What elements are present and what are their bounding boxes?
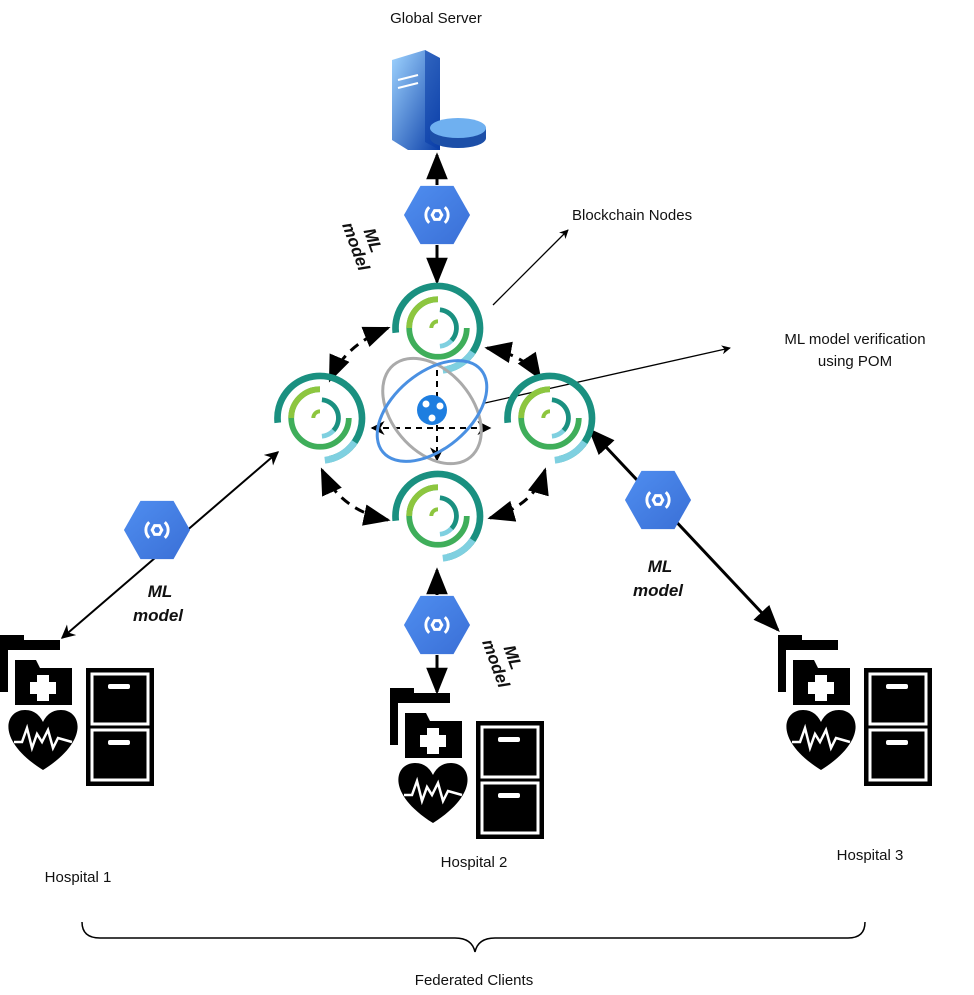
ml-model-label-bottom: ML model [478,637,526,692]
svg-text:ML: ML [648,557,673,576]
svg-text:model: model [633,581,684,600]
svg-text:ML: ML [148,582,173,601]
ml-model-label-left: ML model [133,582,184,625]
svg-text:model: model [133,606,184,625]
blockchain-node-right [508,376,593,460]
ml-model-label-right: ML model [633,557,684,600]
server-icon [392,50,486,150]
hospital-3-icon [776,633,934,788]
hospital-1-label: Hospital 1 [45,869,112,886]
ml-model-label-top: ML model [338,220,386,275]
federated-clients-label: Federated Clients [415,972,533,989]
federated-clients-brace [81,921,866,953]
hospital-2-icon [388,686,546,841]
hospital-3-label: Hospital 3 [837,847,904,864]
ml-model-icon-left [122,499,192,561]
global-server-label: Global Server [390,10,482,27]
ml-model-icon-bottom [402,594,472,656]
verification-label-line1: ML model verification [784,331,925,348]
blockchain-node-left [278,376,363,460]
pom-verification-atom-icon [375,356,489,466]
blockchain-node-bottom [396,474,481,558]
hospital-1-icon [0,633,156,788]
blockchain-nodes-label: Blockchain Nodes [572,207,692,224]
verification-label-line2: using POM [818,353,892,370]
connector-arrows [60,152,780,695]
ml-model-icon-top [402,184,472,246]
hospital-2-label: Hospital 2 [441,854,508,871]
